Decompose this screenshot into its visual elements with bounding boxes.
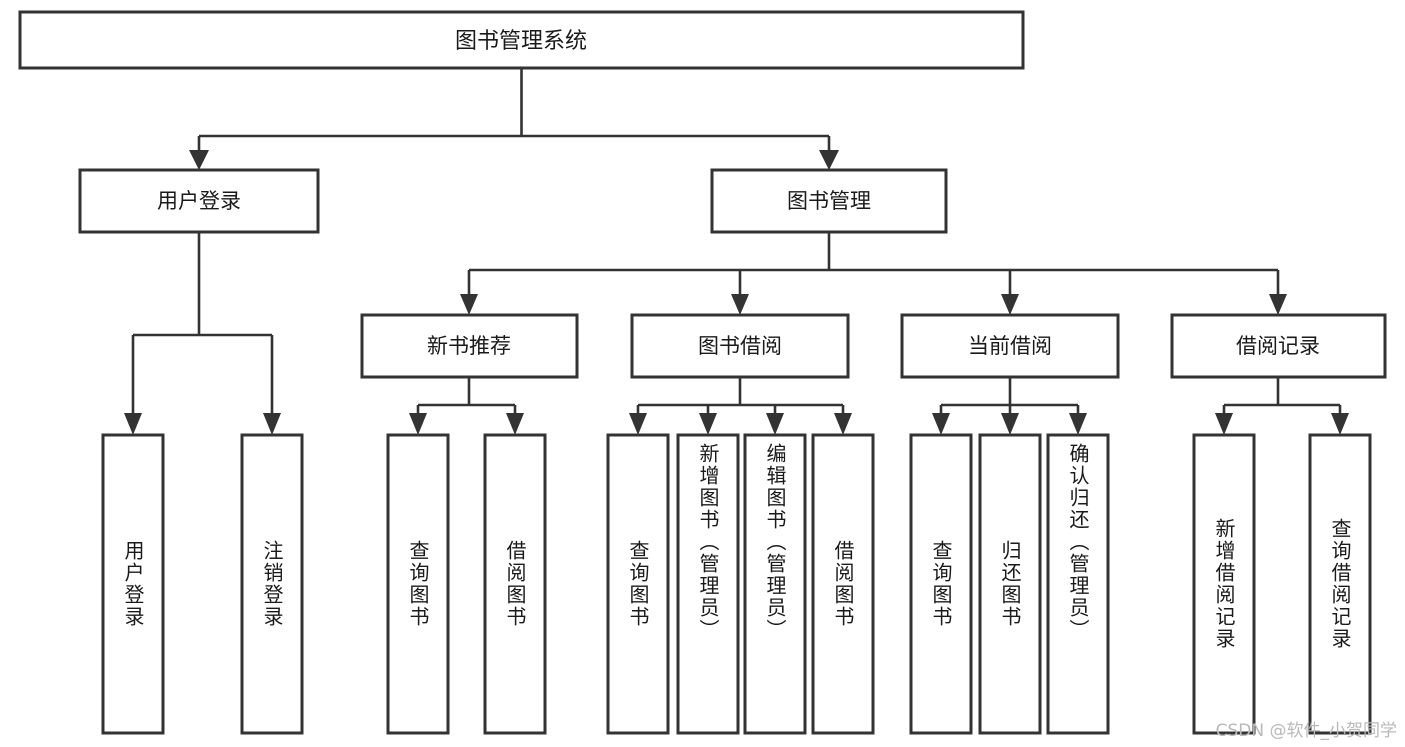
arrow-head-user-login	[189, 150, 209, 170]
arrow-head-borrow-record	[1269, 294, 1287, 315]
node-book-manage[interactable]	[710, 168, 948, 234]
node-leaf-add-record[interactable]	[1192, 433, 1256, 735]
connector-layer	[124, 68, 1349, 435]
node-book-borrow[interactable]	[630, 313, 850, 379]
node-current-borrow-label: 当前借阅	[968, 334, 1052, 358]
arrow-head-leaf-borrow-book-2	[834, 413, 852, 435]
arrow-head-leaf-add-record	[1215, 413, 1233, 435]
node-leaf-borrow-book-2[interactable]	[811, 433, 875, 735]
node-leaf-user-login[interactable]	[101, 433, 165, 735]
arrow-head-leaf-borrow-book-1	[506, 413, 524, 435]
arrow-head-leaf-query-book-1	[409, 413, 427, 435]
arrow-head-leaf-user-login	[124, 413, 142, 435]
arrow-head-leaf-user-logout	[263, 413, 281, 435]
arrow-head-leaf-query-record	[1331, 413, 1349, 435]
node-book-manage-label: 图书管理	[787, 189, 871, 213]
node-current-borrow[interactable]	[900, 313, 1120, 379]
arrow-head-leaf-return-book	[1001, 413, 1019, 435]
node-leaf-query-book-1[interactable]	[386, 433, 450, 735]
node-leaf-query-book-2[interactable]	[606, 433, 670, 735]
node-new-book-recommend[interactable]	[360, 313, 579, 379]
node-leaf-query-book-3[interactable]	[909, 433, 973, 735]
arrow-head-leaf-query-book-2	[629, 413, 647, 435]
node-borrow-record-label: 借阅记录	[1236, 334, 1320, 358]
watermark-text: CSDN @软件_小贺同学	[1215, 721, 1397, 741]
arrow-head-leaf-add-book	[699, 413, 717, 435]
node-leaf-user-logout[interactable]	[240, 433, 304, 735]
arrow-head-leaf-query-book-3	[932, 413, 950, 435]
node-leaf-edit-book[interactable]	[743, 433, 807, 735]
arrow-head-book-manage	[819, 150, 839, 170]
node-user-login-label: 用户登录	[157, 189, 241, 213]
node-book-borrow-label: 图书借阅	[698, 334, 782, 358]
arrow-head-leaf-confirm-return	[1069, 413, 1087, 435]
node-leaf-confirm-return[interactable]	[1046, 433, 1110, 735]
node-leaf-return-book[interactable]	[978, 433, 1042, 735]
node-layer: 图书管理系统 用户登录 图书管理 新书推荐 图书借阅 当前借阅 借阅记录	[18, 10, 1387, 735]
arrow-head-leaf-edit-book	[766, 413, 784, 435]
arrow-head-current-borrow	[1001, 294, 1019, 315]
node-new-book-recommend-label: 新书推荐	[427, 334, 511, 358]
node-leaf-add-book[interactable]	[676, 433, 740, 735]
arrow-head-new-book-recommend	[460, 294, 478, 315]
node-user-login[interactable]	[78, 168, 320, 234]
arrow-head-book-borrow	[731, 294, 749, 315]
node-root-label: 图书管理系统	[455, 29, 587, 54]
node-leaf-borrow-book-1[interactable]	[483, 433, 547, 735]
node-root[interactable]	[18, 10, 1025, 70]
node-leaf-query-record[interactable]	[1308, 433, 1372, 735]
node-borrow-record[interactable]	[1170, 313, 1387, 379]
